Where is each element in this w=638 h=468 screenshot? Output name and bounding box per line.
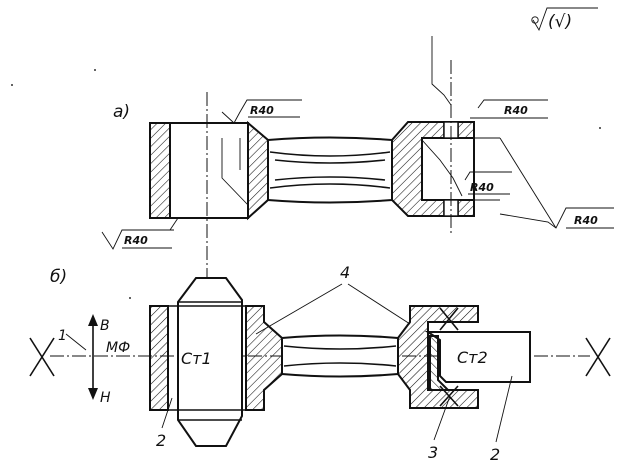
corner-roughness-symbol: (√)	[548, 12, 572, 32]
neck-b	[281, 334, 399, 378]
svg-text:R40: R40	[504, 104, 528, 117]
direction-arrow	[88, 314, 98, 400]
pos-3: 3	[428, 443, 438, 462]
roughness-mark-2: R40	[101, 217, 179, 250]
label-lower-n: Н	[100, 390, 111, 406]
svg-text:R40: R40	[470, 181, 494, 194]
roughness-mark-4: R40	[421, 139, 512, 197]
view-label-b: б)	[50, 267, 67, 287]
roughness-check-icon	[532, 7, 598, 32]
roughness-mark-1: R40	[221, 99, 302, 124]
left-wall-section	[149, 122, 171, 219]
scan-speck	[129, 297, 131, 299]
scan-speck	[94, 69, 96, 71]
roughness-mark-5: R40	[499, 137, 614, 229]
label-mf: МФ	[106, 340, 130, 356]
right-fork-section-b	[397, 305, 479, 409]
svg-text:R40: R40	[250, 104, 274, 117]
roughness-mark-3: R40	[431, 36, 548, 119]
stop-marker-left	[29, 337, 55, 377]
part-view-a	[149, 120, 500, 221]
svg-text:R40: R40	[574, 214, 598, 227]
left-hub-section	[247, 120, 269, 221]
arrow-up-icon	[88, 314, 98, 326]
material-st1: Ст1	[181, 349, 212, 368]
scan-speck	[599, 127, 601, 129]
part-view-b	[149, 277, 531, 447]
roughness-mark-left-leader	[221, 138, 249, 206]
view-label-a: а)	[113, 102, 130, 122]
neck	[267, 136, 393, 204]
left-bore	[169, 122, 249, 219]
roughness-circle-icon	[531, 16, 539, 24]
general-roughness-symbol: (√)	[531, 7, 598, 32]
scan-speck	[11, 84, 13, 86]
fork-slot	[421, 137, 475, 201]
insert-st2	[424, 331, 531, 383]
stop-marker-right	[585, 337, 611, 377]
pos-2-right: 2	[490, 445, 500, 464]
pos-4: 4	[340, 263, 350, 282]
material-st2: Ст2	[457, 348, 488, 367]
pos-2-left: 2	[156, 431, 166, 450]
pos-1: 1	[58, 328, 67, 344]
label-upper-v: В	[100, 318, 110, 334]
left-ring-wall	[149, 305, 169, 411]
weld-nugget-right	[429, 335, 451, 391]
arrow-down-icon	[88, 388, 98, 400]
weld-nugget-left	[177, 277, 243, 447]
svg-text:R40: R40	[124, 234, 148, 247]
